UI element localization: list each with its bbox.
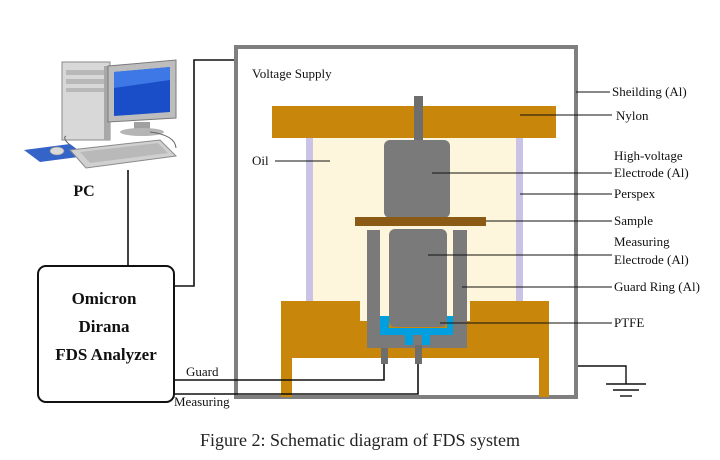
hv-terminal-rod <box>414 96 423 142</box>
pc-label: PC <box>73 183 94 200</box>
label-measuring: Measuring <box>174 394 230 409</box>
ptfe-insulator <box>380 316 453 345</box>
label-hv-electrode-2: Electrode (Al) <box>614 165 689 180</box>
measuring-electrode <box>389 229 447 327</box>
perspex-wall-left <box>306 126 313 302</box>
sample-disc <box>355 217 486 226</box>
label-hv-electrode-1: High-voltage <box>614 148 683 163</box>
leader-lines <box>275 91 612 324</box>
figure-caption: Figure 2: Schematic diagram of FDS syste… <box>200 430 520 450</box>
label-oil: Oil <box>252 153 269 168</box>
analyzer-line-1: Omicron <box>72 289 137 308</box>
guard-wire <box>174 364 385 381</box>
label-guard-ring: Guard Ring (Al) <box>614 279 700 294</box>
ground-icon <box>578 365 646 397</box>
label-voltage-supply: Voltage Supply <box>252 66 332 81</box>
label-nylon: Nylon <box>616 108 649 123</box>
label-sample: Sample <box>614 213 653 228</box>
label-measuring-electrode-2: Electrode (Al) <box>614 252 689 267</box>
guard-ring <box>367 230 467 348</box>
perspex-wall-right <box>516 126 523 302</box>
label-measuring-electrode-1: Measuring <box>614 234 670 249</box>
analyzer-line-3: FDS Analyzer <box>55 345 157 364</box>
label-ptfe: PTFE <box>614 315 644 330</box>
label-perspex: Perspex <box>614 186 656 201</box>
pc-icon <box>24 59 178 169</box>
guard-connector <box>381 348 388 364</box>
measuring-wire <box>174 364 419 395</box>
high-voltage-electrode <box>384 140 450 218</box>
measuring-connector <box>415 345 422 364</box>
analyzer-line-2: Dirana <box>79 317 131 336</box>
label-shielding: Sheilding (Al) <box>612 84 687 99</box>
fds-analyzer-box <box>37 265 175 403</box>
label-guard: Guard <box>186 364 219 379</box>
